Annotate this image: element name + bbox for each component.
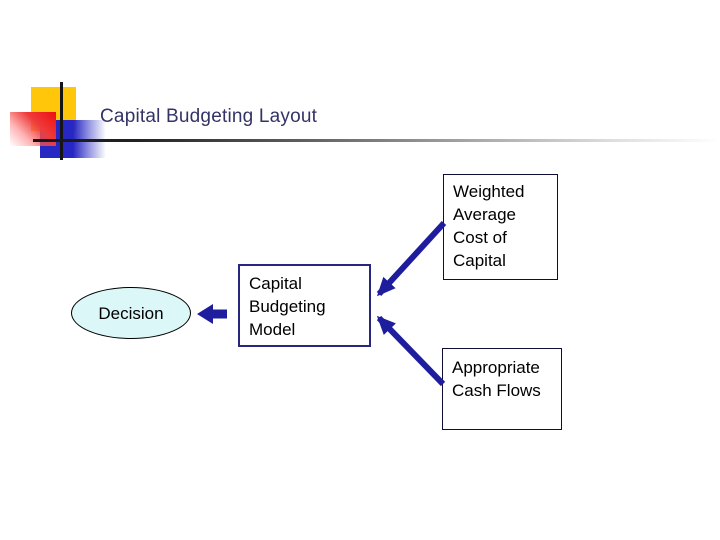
cash-flows-box: Appropriate Cash Flows	[442, 348, 562, 430]
wacc-line: Weighted	[453, 182, 525, 201]
arrow-cashflows-to-model-icon	[376, 315, 446, 387]
title-underline	[33, 139, 720, 142]
model-line: Budgeting	[249, 297, 326, 316]
decision-ellipse: Decision	[71, 287, 191, 339]
ornament-vertical-line	[60, 82, 63, 160]
wacc-line: Average	[453, 205, 517, 224]
arrow-wacc-to-model-icon	[376, 220, 447, 297]
wacc-line: Cost of	[453, 228, 507, 247]
wacc-line: Capital	[453, 251, 506, 270]
model-line: Capital	[249, 274, 302, 293]
wacc-box: Weighted Average Cost of Capital	[443, 174, 558, 280]
cash-flows-line: Cash Flows	[452, 381, 541, 400]
model-line: Model	[249, 320, 296, 339]
slide-title: Capital Budgeting Layout	[100, 106, 318, 127]
arrow-model-to-decision-icon	[197, 304, 227, 324]
decision-label: Decision	[98, 303, 164, 323]
capital-budgeting-model-box: Capital Budgeting Model	[238, 264, 371, 347]
cash-flows-line: Appropriate	[452, 358, 540, 377]
